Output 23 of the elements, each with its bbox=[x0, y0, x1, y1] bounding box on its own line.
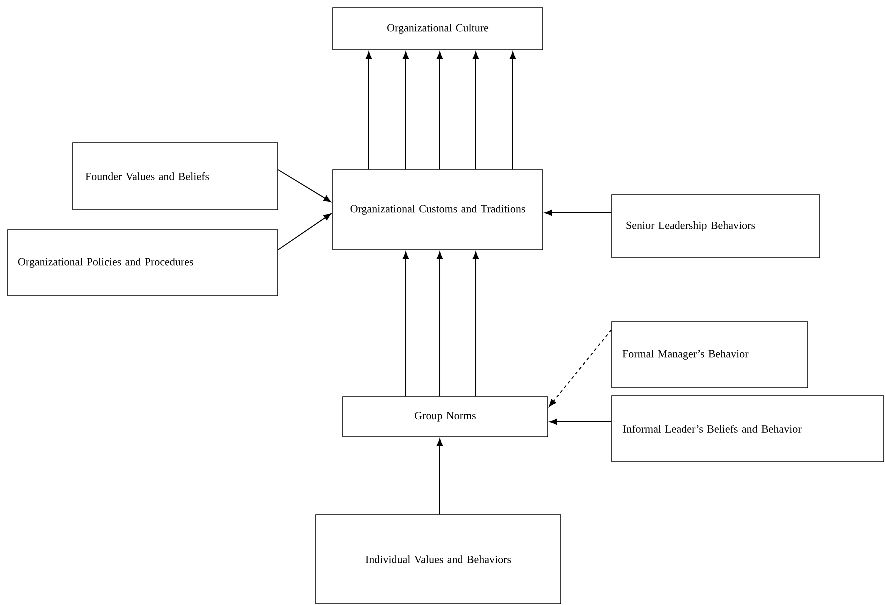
text-box: Founder Values and Beliefs bbox=[72, 142, 278, 210]
arrow bbox=[472, 252, 480, 398]
text-box: Organizational Policies and Procedures bbox=[8, 230, 278, 296]
text-box: Informal Leader’s Beliefs and Behavior bbox=[612, 396, 884, 462]
text-box: Formal Manager’s Behavior bbox=[612, 322, 808, 388]
text-box: Individual Values and Behaviors bbox=[316, 514, 562, 604]
arrow bbox=[436, 52, 444, 170]
arrow bbox=[278, 214, 332, 250]
arrow bbox=[402, 52, 410, 170]
arrow bbox=[510, 52, 516, 170]
text-box: Organizational Customs and Traditions bbox=[332, 170, 544, 250]
arrow bbox=[436, 438, 444, 516]
arrow bbox=[550, 418, 612, 426]
text-box: Group Norms bbox=[342, 396, 548, 438]
arrow bbox=[544, 210, 612, 216]
arrow bbox=[366, 52, 372, 170]
arrow bbox=[436, 252, 444, 398]
arrow bbox=[278, 170, 332, 202]
arrow bbox=[402, 252, 410, 398]
arrow bbox=[472, 52, 480, 170]
arrow bbox=[549, 330, 612, 407]
text-box: Organizational Culture bbox=[332, 8, 544, 50]
text-box: Senior Leadership Behaviors bbox=[612, 194, 820, 258]
